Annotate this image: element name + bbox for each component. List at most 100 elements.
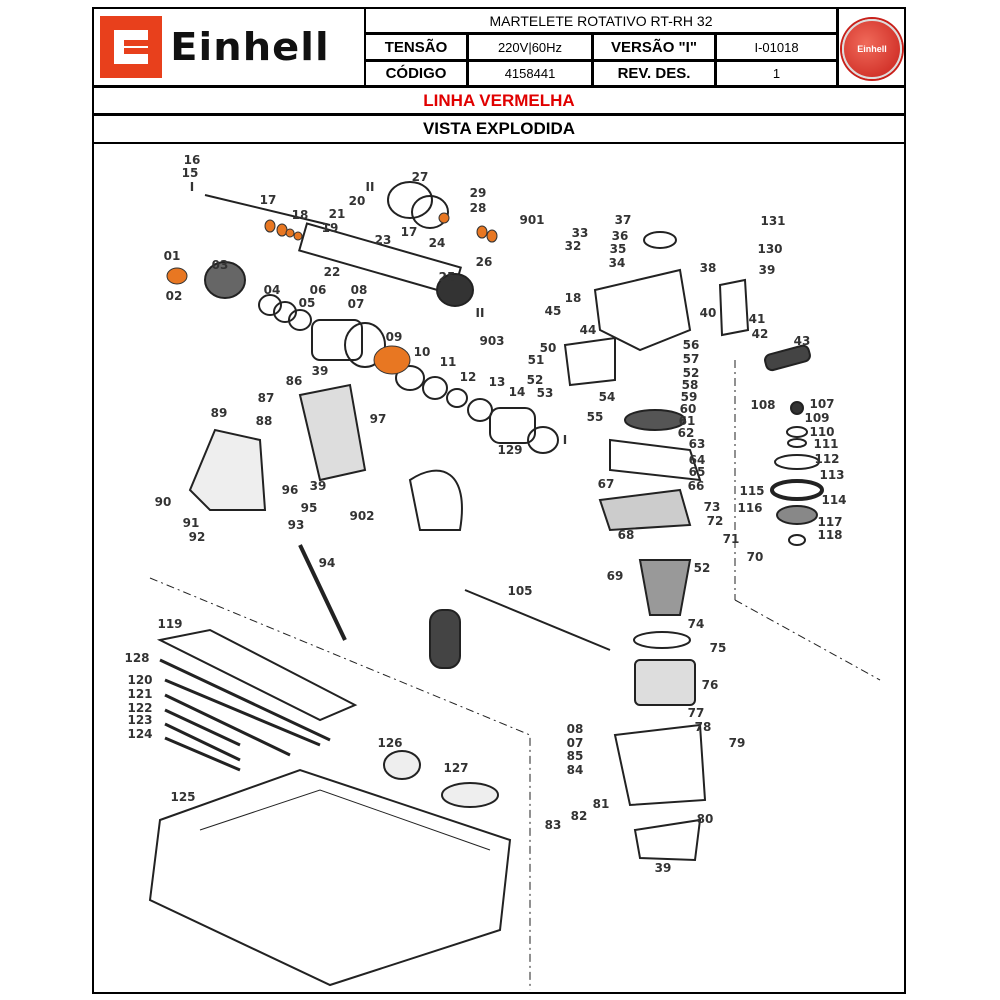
part-label: 09 <box>385 330 403 344</box>
part-label: 75 <box>709 641 727 655</box>
part-label: 52 <box>693 561 711 575</box>
part-label: 66 <box>687 479 705 493</box>
handle-half-part <box>298 383 367 482</box>
part-label: 130 <box>757 242 783 256</box>
spring-part <box>436 273 474 307</box>
part-label: 39 <box>654 861 672 875</box>
stator-part <box>634 659 696 706</box>
part-label: 12 <box>459 370 477 384</box>
part-label: II <box>475 306 485 320</box>
sleeve-14-part <box>489 407 536 444</box>
part-label: 73 <box>703 500 721 514</box>
part-label: 58 <box>681 378 699 392</box>
rev-value: 1 <box>715 60 838 87</box>
part-label: 95 <box>300 501 318 515</box>
part-label: 129 <box>497 443 523 457</box>
gasket-part <box>609 438 702 482</box>
part-label: 44 <box>579 323 597 337</box>
part-label: 111 <box>813 437 839 451</box>
part-label: 87 <box>257 391 275 405</box>
part-label: 107 <box>809 397 835 411</box>
part-label: 902 <box>349 509 375 523</box>
part-label: 117 <box>817 515 843 529</box>
part-label: 63 <box>688 437 706 451</box>
part-label: 59 <box>680 390 698 404</box>
chisel-box-part <box>156 628 358 722</box>
part-label: 26 <box>475 255 493 269</box>
tool-holder-part <box>204 261 246 299</box>
aux-handle-part <box>429 609 461 669</box>
part-label: 109 <box>804 411 830 425</box>
part-label: 52 <box>682 366 700 380</box>
part-label: 17 <box>400 225 418 239</box>
part-label: 128 <box>124 651 150 665</box>
part-label: 901 <box>519 213 545 227</box>
part-label: 61 <box>678 414 696 428</box>
part-label: 22 <box>323 265 341 279</box>
line-title: LINHA VERMELHA <box>92 86 906 115</box>
part-label: 57 <box>682 352 700 366</box>
part-label: 28 <box>469 201 487 215</box>
lever-part <box>563 336 616 387</box>
part-label: 17 <box>259 193 277 207</box>
part-label: 34 <box>608 256 626 270</box>
product-title: MARTELETE ROTATIVO RT-RH 32 <box>364 7 838 34</box>
part-label: 131 <box>760 214 786 228</box>
part-label: 39 <box>311 364 329 378</box>
part-label: 05 <box>298 296 316 310</box>
highlight-part-01 <box>166 267 188 285</box>
part-label: 92 <box>188 530 206 544</box>
seal-text: Einhell <box>857 44 887 54</box>
part-label: 114 <box>821 493 847 507</box>
part-label: 40 <box>699 306 717 320</box>
part-label: 125 <box>170 790 196 804</box>
brand-logo: Einhell <box>94 9 364 85</box>
part-label: 116 <box>737 501 763 515</box>
part-label: 52 <box>526 373 544 387</box>
part-label: 85 <box>566 749 584 763</box>
einhell-logo-icon <box>100 16 162 78</box>
bracket-part <box>718 278 750 337</box>
part-label: 32 <box>564 239 582 253</box>
part-label: 82 <box>570 809 588 823</box>
power-cord-part <box>298 544 347 641</box>
part-label: 67 <box>597 477 615 491</box>
part-label: 80 <box>696 812 714 826</box>
part-label: 115 <box>739 484 765 498</box>
part-label: 10 <box>413 345 431 359</box>
part-label: 07 <box>347 297 365 311</box>
part-label: 16 <box>183 153 201 167</box>
part-label: 94 <box>318 556 336 570</box>
cylinder-part <box>311 319 363 361</box>
part-label: 93 <box>287 518 305 532</box>
part-label: 04 <box>263 283 281 297</box>
part-label: 118 <box>817 528 843 542</box>
part-label: 41 <box>748 312 766 326</box>
carry-case-part <box>148 768 512 987</box>
part-label: 24 <box>428 236 446 250</box>
part-label: 15 <box>181 166 199 180</box>
handle-part <box>188 428 267 511</box>
part-label: 79 <box>728 736 746 750</box>
part-label: 42 <box>751 327 769 341</box>
sleeve-part <box>387 181 433 219</box>
part-label: 35 <box>609 242 627 256</box>
part-label: 76 <box>701 678 719 692</box>
part-label: 74 <box>687 617 705 631</box>
part-label: 25 <box>438 270 456 284</box>
part-label: 43 <box>793 334 811 348</box>
part-label: 21 <box>328 207 346 221</box>
part-label: 88 <box>255 414 273 428</box>
depth-rod-part <box>464 589 611 651</box>
aux-handle-clamp-part <box>408 469 463 531</box>
part-label: 33 <box>571 226 589 240</box>
part-label: 89 <box>210 406 228 420</box>
part-label: 50 <box>539 341 557 355</box>
part-label: 37 <box>614 213 632 227</box>
part-label: 97 <box>369 412 387 426</box>
versao-value: I-01018 <box>715 33 838 61</box>
part-label: 56 <box>682 338 700 352</box>
view-title: VISTA EXPLODIDA <box>92 114 906 144</box>
part-label: 38 <box>699 261 717 275</box>
part-label: 81 <box>592 797 610 811</box>
